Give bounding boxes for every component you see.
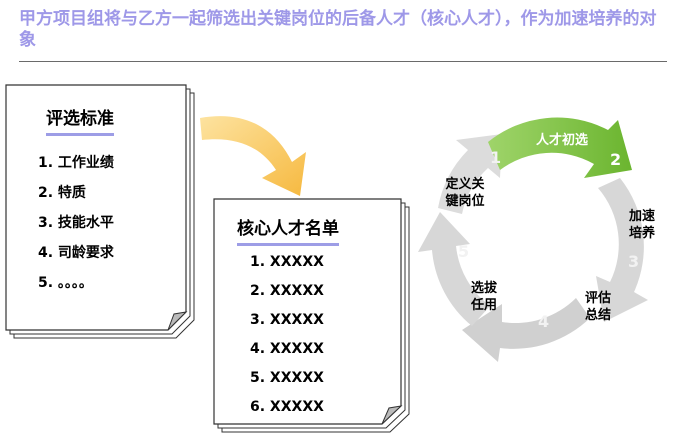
list-item: 1. XXXXX [250,254,324,270]
list-item: 3. 技能水平 [38,215,114,231]
title-divider [19,61,667,62]
cycle-segment-5 [418,212,490,326]
list-item: 2. 特质 [38,185,86,201]
criteria-list: 1. 工作业绩 2. 特质 3. 技能水平 4. 司龄要求 5. 。。。。 [38,152,114,302]
list-item: 5. XXXXX [250,370,324,386]
list-item: 5. 。。。。 [38,275,93,291]
talent-heading: 核心人才名单 [237,214,339,246]
curved-arrow-icon [200,116,306,196]
page-curl-icon [381,405,403,425]
cycle-step-number: 4 [538,312,550,331]
cycle-diagram [418,117,648,362]
list-item: 4. 司龄要求 [38,245,114,261]
cycle-step-number: 2 [610,150,622,169]
page-curl-icon [167,311,188,331]
cycle-step-number: 3 [628,252,640,271]
criteria-heading: 评选标准 [46,104,114,136]
list-item: 2. XXXXX [250,283,324,299]
cycle-step-number: 1 [490,148,502,167]
cycle-step-label: 选拔 任用 [470,281,497,313]
criteria-document [5,84,195,339]
page-title: 甲方项目组将与乙方一起筛选出关键岗位的后备人才（核心人才），作为加速培养的对象 [19,9,657,50]
cycle-step-label: 评估 总结 [584,291,611,323]
cycle-segment-2 [488,117,632,178]
list-item: 3. XXXXX [250,312,324,328]
cycle-step-label: 加速 培养 [628,209,655,241]
cycle-step-number: 5 [458,242,470,261]
talent-document [213,198,410,433]
list-item: 1. 工作业绩 [38,155,114,171]
cycle-step-label: 定义关 键岗位 [445,177,485,209]
cycle-segment-1 [438,134,502,214]
list-item: 6. XXXXX [250,399,324,415]
talent-content: 核心人才名单 [237,214,339,246]
talent-list: 1. XXXXX 2. XXXXX 3. XXXXX 4. XXXXX 5. X… [250,254,324,428]
criteria-content: 评选标准 [46,104,114,136]
cycle-step-label: 人才初选 [535,133,588,148]
list-item: 4. XXXXX [250,341,324,357]
cycle-segment-3 [596,178,648,322]
cycle-segment-4 [462,298,590,362]
